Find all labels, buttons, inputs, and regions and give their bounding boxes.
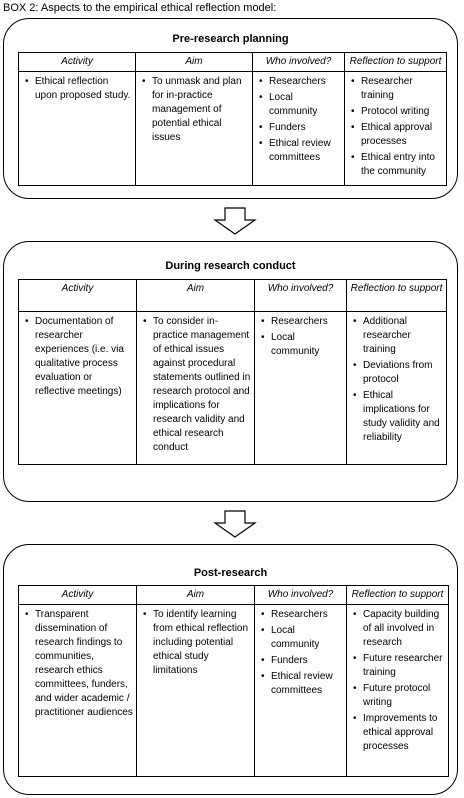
list-item: To consider in-practice management of et…: [140, 315, 251, 455]
section-table: Activity Aim Who involved? Reflection to…: [18, 52, 447, 186]
down-arrow-icon: [213, 510, 257, 538]
cell-reflection: Capacity building of all involved in res…: [346, 604, 449, 777]
header-reflection: Reflection to support: [344, 52, 447, 72]
list-item: Ethical reflection upon proposed study.: [22, 75, 132, 103]
list-item: Ethical review committees: [258, 670, 343, 698]
section-pre-research: Pre-research planning Activity Aim Who i…: [3, 18, 458, 199]
header-who-involved: Who involved?: [252, 52, 345, 72]
list-item: Researchers: [258, 315, 343, 329]
list-item: Ethical approval processes: [348, 121, 443, 149]
content-row: Transparent dissemination of research fi…: [18, 604, 449, 777]
list-item: Local community: [258, 624, 343, 652]
cell-activity: Ethical reflection upon proposed study.: [18, 71, 136, 186]
header-aim: Aim: [136, 585, 255, 605]
list-item: Future researcher training: [350, 652, 445, 680]
list-item: Researcher training: [348, 75, 443, 103]
header-row: Activity Aim Who involved? Reflection to…: [18, 52, 447, 72]
section-title: Pre-research planning: [172, 33, 289, 45]
cell-reflection: Researcher training Protocol writing Eth…: [344, 71, 447, 186]
list-item: Researchers: [258, 608, 343, 622]
section-table: Activity Aim Who involved? Reflection to…: [18, 279, 447, 465]
list-item: Documentation of researcher experiences …: [22, 315, 133, 399]
cell-reflection: Additional researcher training Deviation…: [346, 311, 447, 465]
cell-who-involved: Researchers Local community Funders Ethi…: [252, 71, 345, 186]
list-item: Local community: [258, 331, 343, 359]
cell-aim: To consider in-practice management of et…: [136, 311, 255, 465]
box-caption: BOX 2: Aspects to the empirical ethical …: [3, 2, 277, 14]
down-arrow-icon: [213, 207, 257, 235]
cell-who-involved: Researchers Local community: [254, 311, 347, 465]
header-activity: Activity: [18, 52, 136, 72]
header-reflection: Reflection to support: [346, 585, 449, 605]
list-item: Protocol writing: [348, 105, 443, 119]
cell-aim: To unmask and plan for in-practice manag…: [135, 71, 253, 186]
header-who-involved: Who involved?: [254, 585, 347, 605]
list-item: Ethical review committees: [256, 137, 341, 165]
section-title: Post-research: [193, 567, 268, 579]
list-item: Researchers: [256, 75, 341, 89]
section-post-research: Post-research Activity Aim Who involved?…: [3, 544, 458, 795]
list-item: Ethical entry into the community: [348, 151, 443, 179]
list-item: Capacity building of all involved in res…: [350, 608, 445, 650]
list-item: Ethical implications for study validity …: [350, 389, 443, 445]
content-row: Ethical reflection upon proposed study. …: [18, 71, 447, 186]
list-item: Funders: [258, 654, 343, 668]
section-title: During research conduct: [165, 260, 296, 272]
list-item: Additional researcher training: [350, 315, 443, 357]
list-item: Funders: [256, 121, 341, 135]
list-item: Deviations from protocol: [350, 359, 443, 387]
list-item: To identify learning from ethical reflec…: [140, 608, 251, 678]
list-item: Local community: [256, 91, 341, 119]
header-row: Activity Aim Who involved? Reflection to…: [18, 585, 449, 605]
header-aim: Aim: [136, 279, 255, 312]
cell-activity: Transparent dissemination of research fi…: [18, 604, 137, 777]
cell-activity: Documentation of researcher experiences …: [18, 311, 137, 465]
header-who-involved: Who involved?: [254, 279, 347, 312]
cell-who-involved: Researchers Local community Funders Ethi…: [254, 604, 347, 777]
header-row: Activity Aim Who involved? Reflection to…: [18, 279, 447, 312]
header-activity: Activity: [18, 279, 137, 312]
section-during-research: During research conduct Activity Aim Who…: [3, 241, 458, 502]
list-item: Transparent dissemination of research fi…: [22, 608, 133, 720]
header-aim: Aim: [135, 52, 253, 72]
list-item: Future protocol writing: [350, 682, 445, 710]
list-item: To unmask and plan for in-practice manag…: [139, 75, 249, 145]
content-row: Documentation of researcher experiences …: [18, 311, 447, 465]
cell-aim: To identify learning from ethical reflec…: [136, 604, 255, 777]
list-item: Improvements to ethical approval process…: [350, 712, 445, 754]
header-activity: Activity: [18, 585, 137, 605]
header-reflection: Reflection to support: [346, 279, 447, 312]
section-table: Activity Aim Who involved? Reflection to…: [18, 585, 449, 777]
